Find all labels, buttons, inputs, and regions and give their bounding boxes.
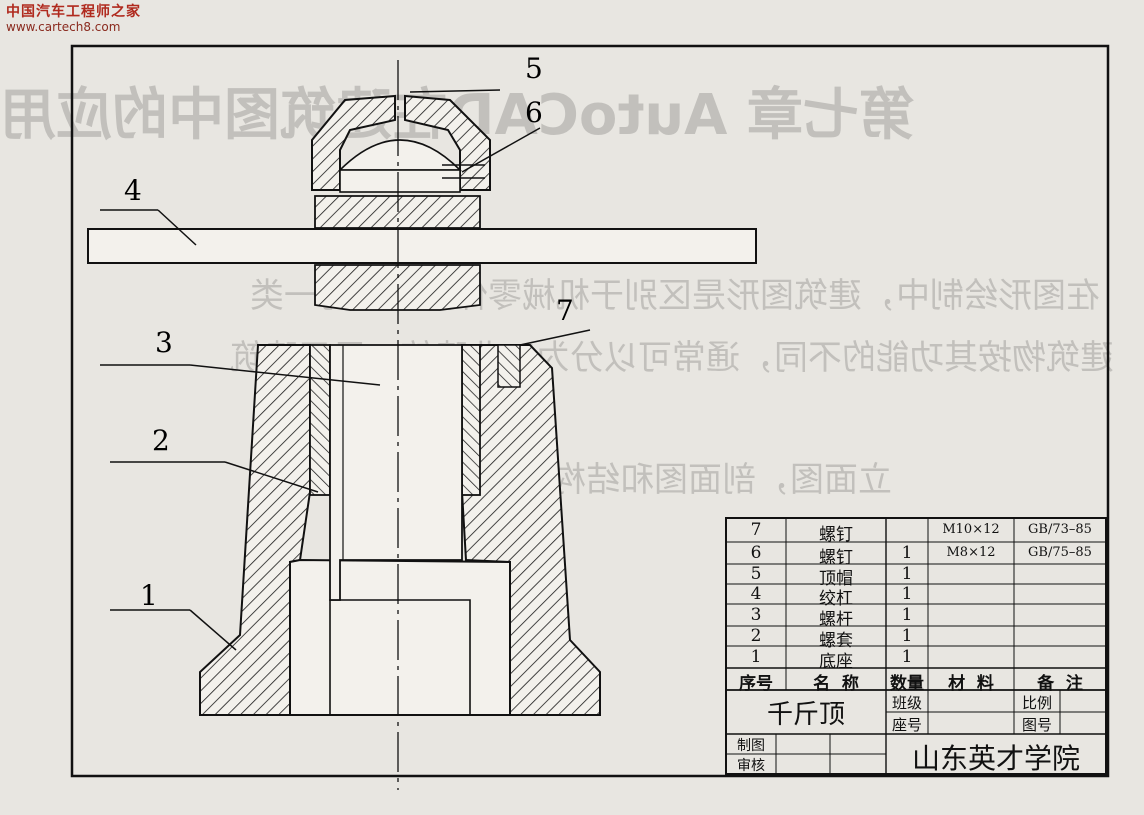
leader-1b (189, 609, 237, 651)
part-label-4: 4 (124, 174, 142, 207)
leader-4b (157, 209, 197, 246)
header-name: 名 称 (813, 674, 859, 694)
part-label-1: 1 (140, 579, 158, 612)
screw-body (329, 344, 463, 601)
part-name: 顶帽 (819, 569, 853, 589)
part-no: 4 (750, 584, 762, 604)
drawing-name: 千斤顶 (766, 700, 845, 730)
part-label-3: 3 (155, 326, 173, 359)
part-name: 螺杆 (819, 610, 853, 630)
part-label-5: 5 (525, 52, 543, 85)
header-material: 材 料 (948, 674, 994, 694)
nut-right (461, 344, 481, 496)
leader-5 (409, 89, 501, 93)
leader-2b (224, 461, 319, 493)
top-cap-left (311, 94, 396, 191)
part-no: 5 (750, 564, 762, 584)
part-material: M8×12 (946, 545, 996, 560)
leader-7 (519, 329, 591, 346)
drawing-no-label: 图号 (1021, 716, 1052, 734)
part-no: 1 (750, 647, 762, 667)
class-label: 班级 (891, 694, 922, 712)
part-qty: 1 (901, 584, 913, 604)
part-no: 7 (750, 520, 762, 540)
part-qty: 1 (901, 543, 913, 563)
part-note: GB/75–85 (1028, 545, 1092, 560)
title-block-grid (725, 517, 1107, 775)
checked-by-label: 审核 (737, 758, 765, 774)
site-watermark: 中国汽车工程师之家 www.cartech8.com (6, 4, 166, 34)
base-cavity-inner (329, 599, 471, 715)
part-qty: 1 (901, 647, 913, 667)
part-name: 螺套 (819, 631, 853, 651)
site-watermark-name: 中国汽车工程师之家 (6, 4, 141, 20)
part-name: 螺钉 (819, 525, 853, 545)
tommy-bar (87, 228, 757, 264)
part-label-2: 2 (152, 424, 170, 457)
leader-6 (461, 127, 541, 173)
base-cavity (289, 558, 511, 716)
part-name: 螺钉 (819, 548, 853, 568)
part-name: 绞杠 (819, 589, 853, 609)
part-label-7: 7 (556, 294, 574, 327)
part-no: 2 (750, 626, 762, 646)
header-qty: 数量 (890, 674, 924, 694)
header-no: 序号 (739, 674, 773, 694)
part-no: 6 (750, 543, 762, 563)
scale-label: 比例 (1021, 694, 1052, 712)
part-no: 3 (750, 605, 762, 625)
part-material: M10×12 (942, 522, 1000, 537)
part-label-6: 6 (525, 96, 543, 129)
header-note: 备 注 (1037, 674, 1083, 694)
top-cap-base (339, 169, 461, 193)
sheet-border (70, 44, 1110, 778)
part-note: GB/73–85 (1028, 522, 1092, 537)
leader-3b (189, 364, 381, 386)
school-name: 山东英才学院 (911, 742, 1080, 775)
part-name: 底座 (819, 652, 853, 672)
part-qty: 1 (901, 564, 913, 584)
nut-left (309, 344, 331, 496)
site-watermark-url: www.cartech8.com (6, 20, 121, 34)
drawn-by-label: 制图 (737, 738, 765, 754)
part-qty: 1 (901, 605, 913, 625)
student-no-label: 座号 (891, 716, 922, 734)
top-cap-dome (338, 139, 462, 171)
set-screw-7-body (497, 344, 521, 388)
part-qty: 1 (901, 626, 913, 646)
